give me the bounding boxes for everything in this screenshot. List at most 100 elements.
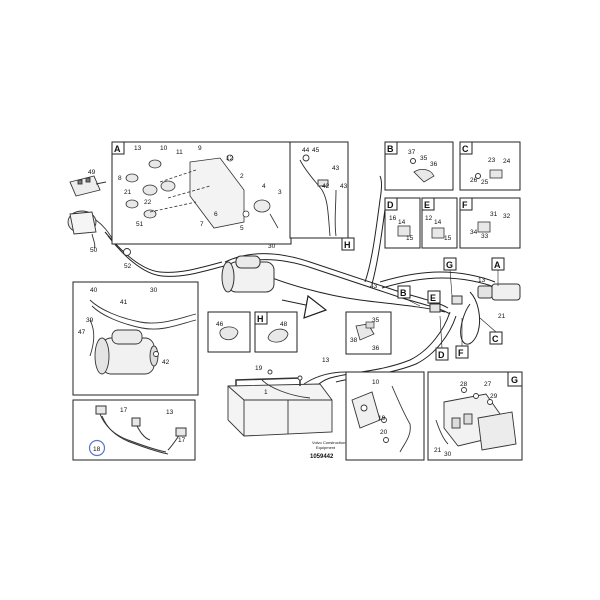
starter-detail-box: 40 41 30 39 47 42 [72, 281, 199, 396]
callout-9: 9 [198, 145, 202, 152]
detail-letter-g: G [511, 375, 518, 385]
detail-letter-h: H [344, 240, 351, 250]
callout-38: 38 [350, 337, 358, 344]
callout-27: 27 [484, 381, 492, 388]
callout-14: 14 [434, 219, 442, 226]
callout-50: 50 [90, 247, 98, 254]
callout-35: 35 [420, 155, 428, 162]
callout-15: 15 [444, 235, 452, 242]
h-tag: H [341, 237, 355, 251]
callout-35: 35 [372, 317, 380, 324]
main-harness [104, 175, 521, 399]
stamp-line-2: Equipment [316, 445, 336, 450]
callout-41: 41 [120, 299, 128, 306]
cable-detail-box: 17 13 17 18 [72, 399, 196, 461]
callout-25: 25 [481, 179, 489, 186]
callout-11: 11 [176, 149, 183, 156]
callout-37: 37 [408, 149, 416, 156]
detail-letter-f: F [462, 200, 468, 210]
callout-2: 2 [240, 173, 244, 180]
callout-13: 13 [322, 357, 330, 364]
callout-21: 21 [498, 313, 506, 320]
callout-16: 16 [389, 215, 397, 222]
callout-3: 3 [278, 189, 282, 196]
callout-13: 13 [134, 145, 142, 152]
callout-42: 42 [162, 359, 170, 366]
callout-19: 19 [378, 415, 386, 422]
callout-5: 5 [240, 225, 244, 232]
callout-30: 30 [150, 287, 158, 294]
callout-22: 22 [144, 199, 152, 206]
callout-29: 29 [490, 393, 498, 400]
callout-40: 40 [90, 287, 98, 294]
main-callouts: 49 51 50 52 30 43 13 21 [88, 169, 506, 320]
callout-47: 47 [78, 329, 86, 336]
callout-21: 21 [434, 447, 442, 454]
callout-43: 43 [332, 165, 340, 172]
callout-7: 7 [200, 221, 204, 228]
callout-23: 23 [488, 157, 496, 164]
callout-21: 21 [124, 189, 132, 196]
detail-letter-e: E [424, 200, 430, 210]
callout-12: 12 [226, 155, 234, 162]
callout-43: 43 [340, 183, 348, 190]
detail-box-c: C 23 24 26 25 [459, 141, 521, 191]
detail-box-e: E 12 14 15 [421, 197, 458, 249]
callout-34: 34 [470, 229, 478, 236]
callout-32: 32 [503, 213, 511, 220]
tag-a: A [494, 260, 501, 270]
clamp-box-h-48: H 48 [254, 311, 298, 353]
callout-10: 10 [372, 379, 380, 386]
callout-17: 17 [178, 437, 186, 444]
battery-assembly: 19 1 13 [227, 357, 365, 437]
tag-g: G [446, 260, 453, 270]
callout-4: 4 [262, 183, 266, 190]
callout-49: 49 [88, 169, 96, 176]
tag-d: D [438, 350, 445, 360]
detail-letter-h: H [257, 314, 264, 324]
callout-43: 43 [370, 283, 378, 290]
tag-f: F [458, 348, 464, 358]
callout-10: 10 [160, 145, 168, 152]
detail-letter-b: B [387, 144, 394, 154]
detail-box-d: D 16 14 15 [384, 197, 421, 249]
detail-letter-a: A [114, 144, 121, 154]
clip-box: 35 38 36 [345, 311, 392, 355]
callout-46: 46 [216, 321, 224, 328]
callout-31: 31 [490, 211, 498, 218]
callout-36: 36 [430, 161, 438, 168]
callout-24: 24 [503, 158, 511, 165]
callout-12: 12 [425, 215, 433, 222]
tag-b: B [400, 288, 407, 298]
detail-box-a: A 13 10 11 9 12 2 4 3 8 21 22 7 6 5 [111, 141, 292, 245]
callout-39: 39 [86, 317, 94, 324]
callout-51: 51 [136, 221, 144, 228]
callout-33: 33 [481, 233, 489, 240]
callout-30: 30 [444, 451, 452, 458]
detail-letter-d: D [387, 200, 394, 210]
callout-15: 15 [406, 235, 414, 242]
detail-letter-c: C [462, 144, 469, 154]
callout-20: 20 [380, 429, 388, 436]
callout-42: 42 [322, 183, 330, 190]
detail-box-h: 44 45 43 42 43 [289, 141, 349, 239]
callout-45: 45 [312, 147, 320, 154]
detail-box-f: F 31 32 34 33 [459, 197, 521, 249]
tag-e: E [430, 293, 436, 303]
doc-stamp: Volvo Construction Equipment 1059442 [310, 440, 345, 460]
callout-13: 13 [478, 277, 486, 284]
callout-17: 17 [120, 407, 128, 414]
callout-6: 6 [214, 211, 218, 218]
callout-19: 19 [255, 365, 263, 372]
callout-1: 1 [264, 389, 268, 396]
callout-30: 30 [268, 243, 276, 250]
tag-c: C [492, 334, 499, 344]
ground-detail-box: 10 19 20 [345, 371, 425, 461]
callout-36: 36 [372, 345, 380, 352]
callout-13: 13 [166, 409, 174, 416]
stamp-line-1: Volvo Construction [312, 440, 345, 445]
callout-18: 18 [93, 446, 101, 453]
document-number: 1059442 [310, 454, 334, 460]
harness-letter-tags: G A B E C D F [397, 257, 505, 361]
detail-box-b: B 37 35 36 [384, 141, 454, 191]
